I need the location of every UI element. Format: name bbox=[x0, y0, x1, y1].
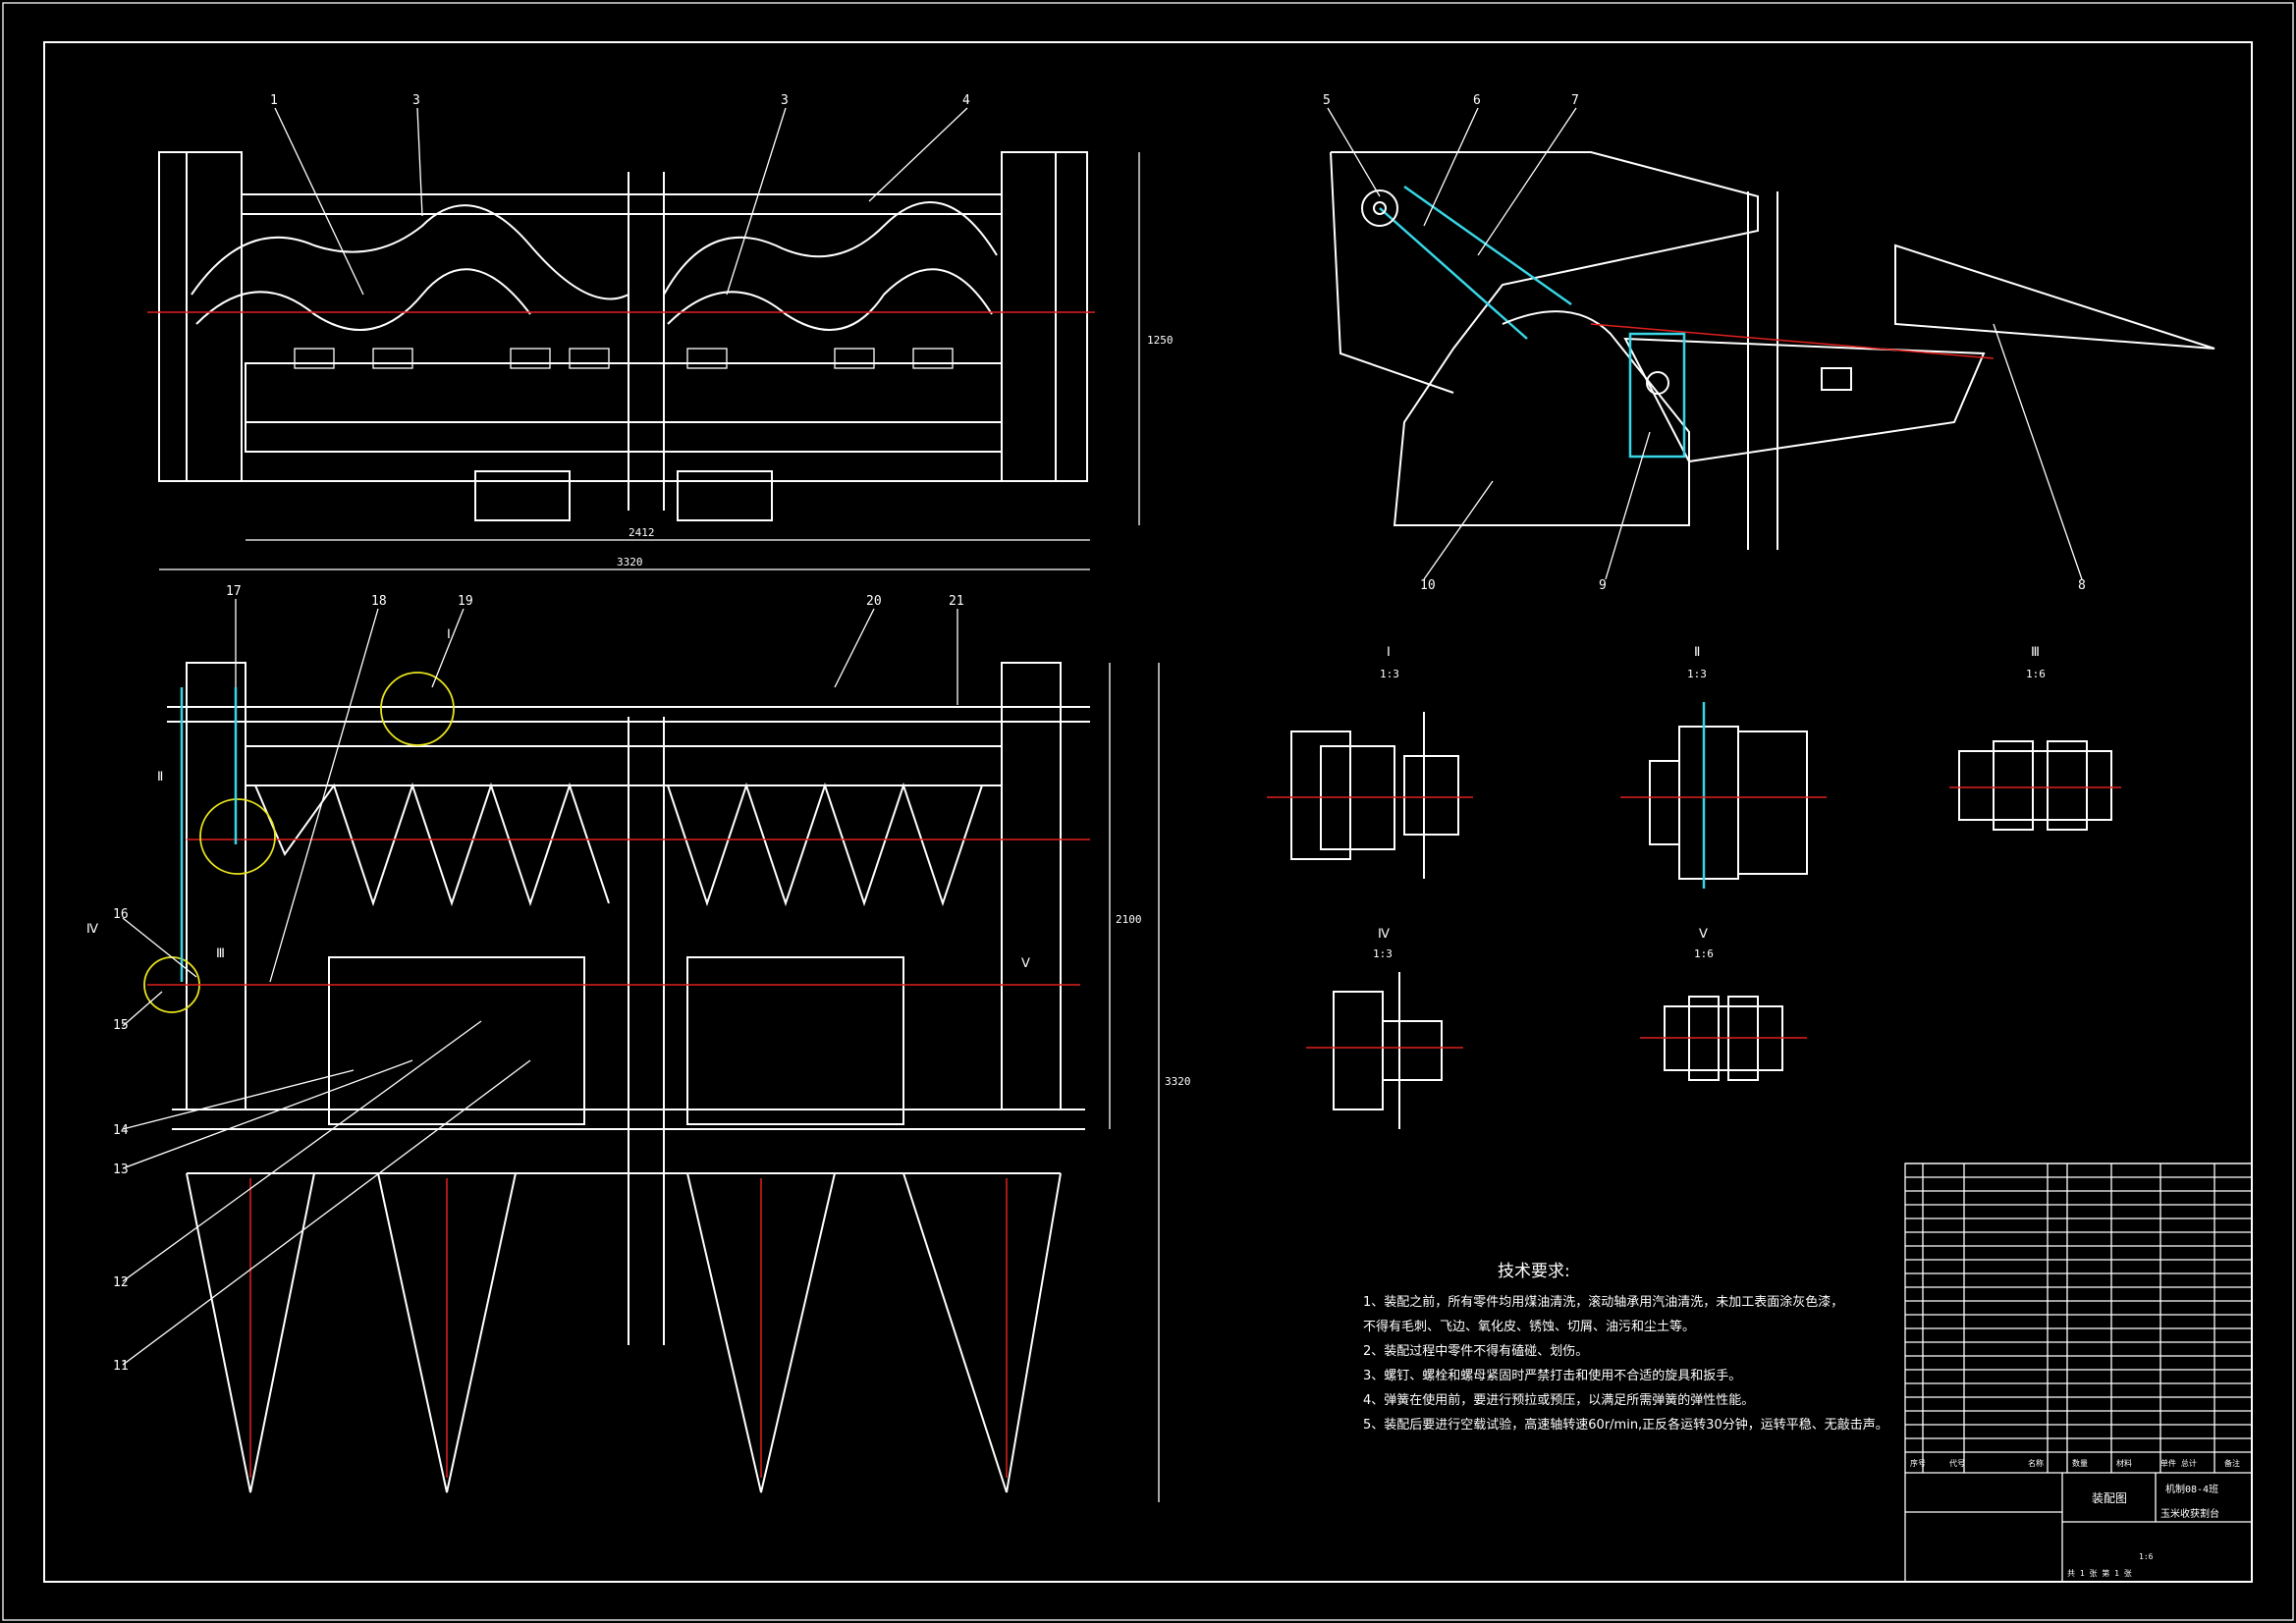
detail-view-IV: Ⅳ 1:3 bbox=[1306, 927, 1463, 1129]
part-label-20: 20 bbox=[866, 594, 882, 609]
part-label-21: 21 bbox=[949, 594, 964, 609]
svg-text:Ⅳ: Ⅳ bbox=[1378, 927, 1390, 942]
bom-header-seq: 序号 bbox=[1910, 1458, 1926, 1468]
part-label-13: 13 bbox=[113, 1163, 129, 1177]
detail-view-II: Ⅱ 1:3 bbox=[1620, 645, 1827, 889]
part-label-18: 18 bbox=[371, 594, 387, 609]
bom-header-weight: 单件 总计 bbox=[2160, 1458, 2197, 1468]
part-label-11: 11 bbox=[113, 1359, 129, 1374]
tech-req-title: 技术要求: bbox=[1498, 1262, 1570, 1281]
tech-req-item-1: 1、装配之前，所有零件均用煤油清洗，滚动轴承用汽油清洗，未加工表面涂灰色漆， bbox=[1363, 1294, 1843, 1310]
dim-top-inner: 2412 bbox=[629, 526, 655, 539]
part-label-19: 19 bbox=[458, 594, 473, 609]
sheet-info: 共 1 张 第 1 张 bbox=[2067, 1568, 2132, 1578]
tech-req-item-5: 5、装配后要进行空载试验，高速轴转速60r/min,正反各运转30分钟，运转平稳… bbox=[1363, 1417, 1888, 1433]
detail-view-III: Ⅲ 1:6 bbox=[1949, 645, 2121, 831]
part-label-8: 8 bbox=[2078, 578, 2086, 593]
part-label-3a: 3 bbox=[412, 93, 420, 108]
drawing-name: 装配图 bbox=[2092, 1491, 2127, 1505]
svg-text:1:3: 1:3 bbox=[1687, 668, 1707, 680]
bom-header-name: 名称 bbox=[2028, 1458, 2044, 1468]
part-label-10: 10 bbox=[1420, 578, 1436, 593]
svg-text:Ⅱ: Ⅱ bbox=[1694, 645, 1700, 660]
part-label-6: 6 bbox=[1473, 93, 1481, 108]
callout-II: Ⅱ bbox=[157, 770, 163, 784]
front-view-top: 2412 3320 1250 1 3 3 4 bbox=[147, 93, 1174, 570]
part-label-17: 17 bbox=[226, 584, 242, 599]
inner-border bbox=[43, 41, 2253, 1583]
bom-header-qty: 数量 bbox=[2072, 1458, 2088, 1468]
callout-III: Ⅲ bbox=[216, 947, 225, 961]
detail-view-V: Ⅴ 1:6 bbox=[1640, 927, 1807, 1081]
part-label-15: 15 bbox=[113, 1018, 129, 1033]
part-label-4: 4 bbox=[962, 93, 970, 108]
tech-req-item-4: 4、弹簧在使用前，要进行预拉或预压，以满足所需弹簧的弹性性能。 bbox=[1363, 1392, 1754, 1408]
bom-header-remark: 备注 bbox=[2224, 1458, 2240, 1468]
part-label-1: 1 bbox=[270, 93, 278, 108]
svg-text:1:3: 1:3 bbox=[1380, 668, 1399, 680]
part-label-7: 7 bbox=[1571, 93, 1579, 108]
bom-header-code: 代号 bbox=[1949, 1458, 1965, 1468]
dim-bottom-outer: 3320 bbox=[1165, 1075, 1191, 1088]
svg-text:1:3: 1:3 bbox=[1373, 947, 1393, 960]
title-block: 序号 代号 名称 数量 材料 单件 总计 备注 装配图 机制08-4班 玉米收获… bbox=[1904, 1163, 2253, 1583]
school-name: 机制08-4班 bbox=[2165, 1483, 2218, 1495]
detail-callout-circle-1 bbox=[380, 672, 455, 746]
technical-requirements: 技术要求: 1、装配之前，所有零件均用煤油清洗，滚动轴承用汽油清洗，未加工表面涂… bbox=[1363, 1262, 1888, 1433]
dim-top-outer: 3320 bbox=[617, 556, 643, 568]
part-label-12: 12 bbox=[113, 1275, 129, 1290]
callout-IV: Ⅳ bbox=[86, 922, 98, 937]
svg-text:Ⅲ: Ⅲ bbox=[2031, 645, 2040, 660]
detail-view-I: Ⅰ 1:3 bbox=[1267, 645, 1473, 879]
part-label-5: 5 bbox=[1323, 93, 1331, 108]
detail-callout-circle-2 bbox=[199, 798, 276, 875]
dim-bottom-inner: 2100 bbox=[1116, 913, 1142, 926]
part-label-9: 9 bbox=[1599, 578, 1607, 593]
svg-text:1:6: 1:6 bbox=[1694, 947, 1714, 960]
bom-header-material: 材料 bbox=[2116, 1458, 2132, 1468]
designation: 玉米收获割台 bbox=[2160, 1507, 2219, 1520]
svg-text:Ⅰ: Ⅰ bbox=[1387, 645, 1391, 660]
callout-I: Ⅰ bbox=[447, 627, 451, 642]
plan-view: 2100 3320 17 18 19 20 21 14 13 12 11 15 … bbox=[86, 584, 1191, 1502]
part-label-14: 14 bbox=[113, 1123, 129, 1138]
tech-req-item-3: 3、螺钉、螺栓和螺母紧固时严禁打击和使用不合适的旋具和扳手。 bbox=[1363, 1368, 1741, 1383]
part-label-16: 16 bbox=[113, 907, 129, 922]
side-view: 5 6 7 8 9 10 bbox=[1323, 93, 2215, 593]
part-label-3b: 3 bbox=[781, 93, 789, 108]
title-scale: 1:6 bbox=[2139, 1552, 2154, 1561]
tech-req-item-2: 2、装配过程中零件不得有磕碰、划伤。 bbox=[1363, 1343, 1588, 1359]
tech-req-item-1b: 不得有毛刺、飞边、氧化皮、锈蚀、切屑、油污和尘土等。 bbox=[1363, 1319, 1695, 1334]
svg-text:Ⅴ: Ⅴ bbox=[1699, 927, 1708, 942]
dim-top-height: 1250 bbox=[1147, 334, 1174, 347]
svg-text:1:6: 1:6 bbox=[2026, 668, 2046, 680]
callout-V: Ⅴ bbox=[1021, 956, 1030, 971]
